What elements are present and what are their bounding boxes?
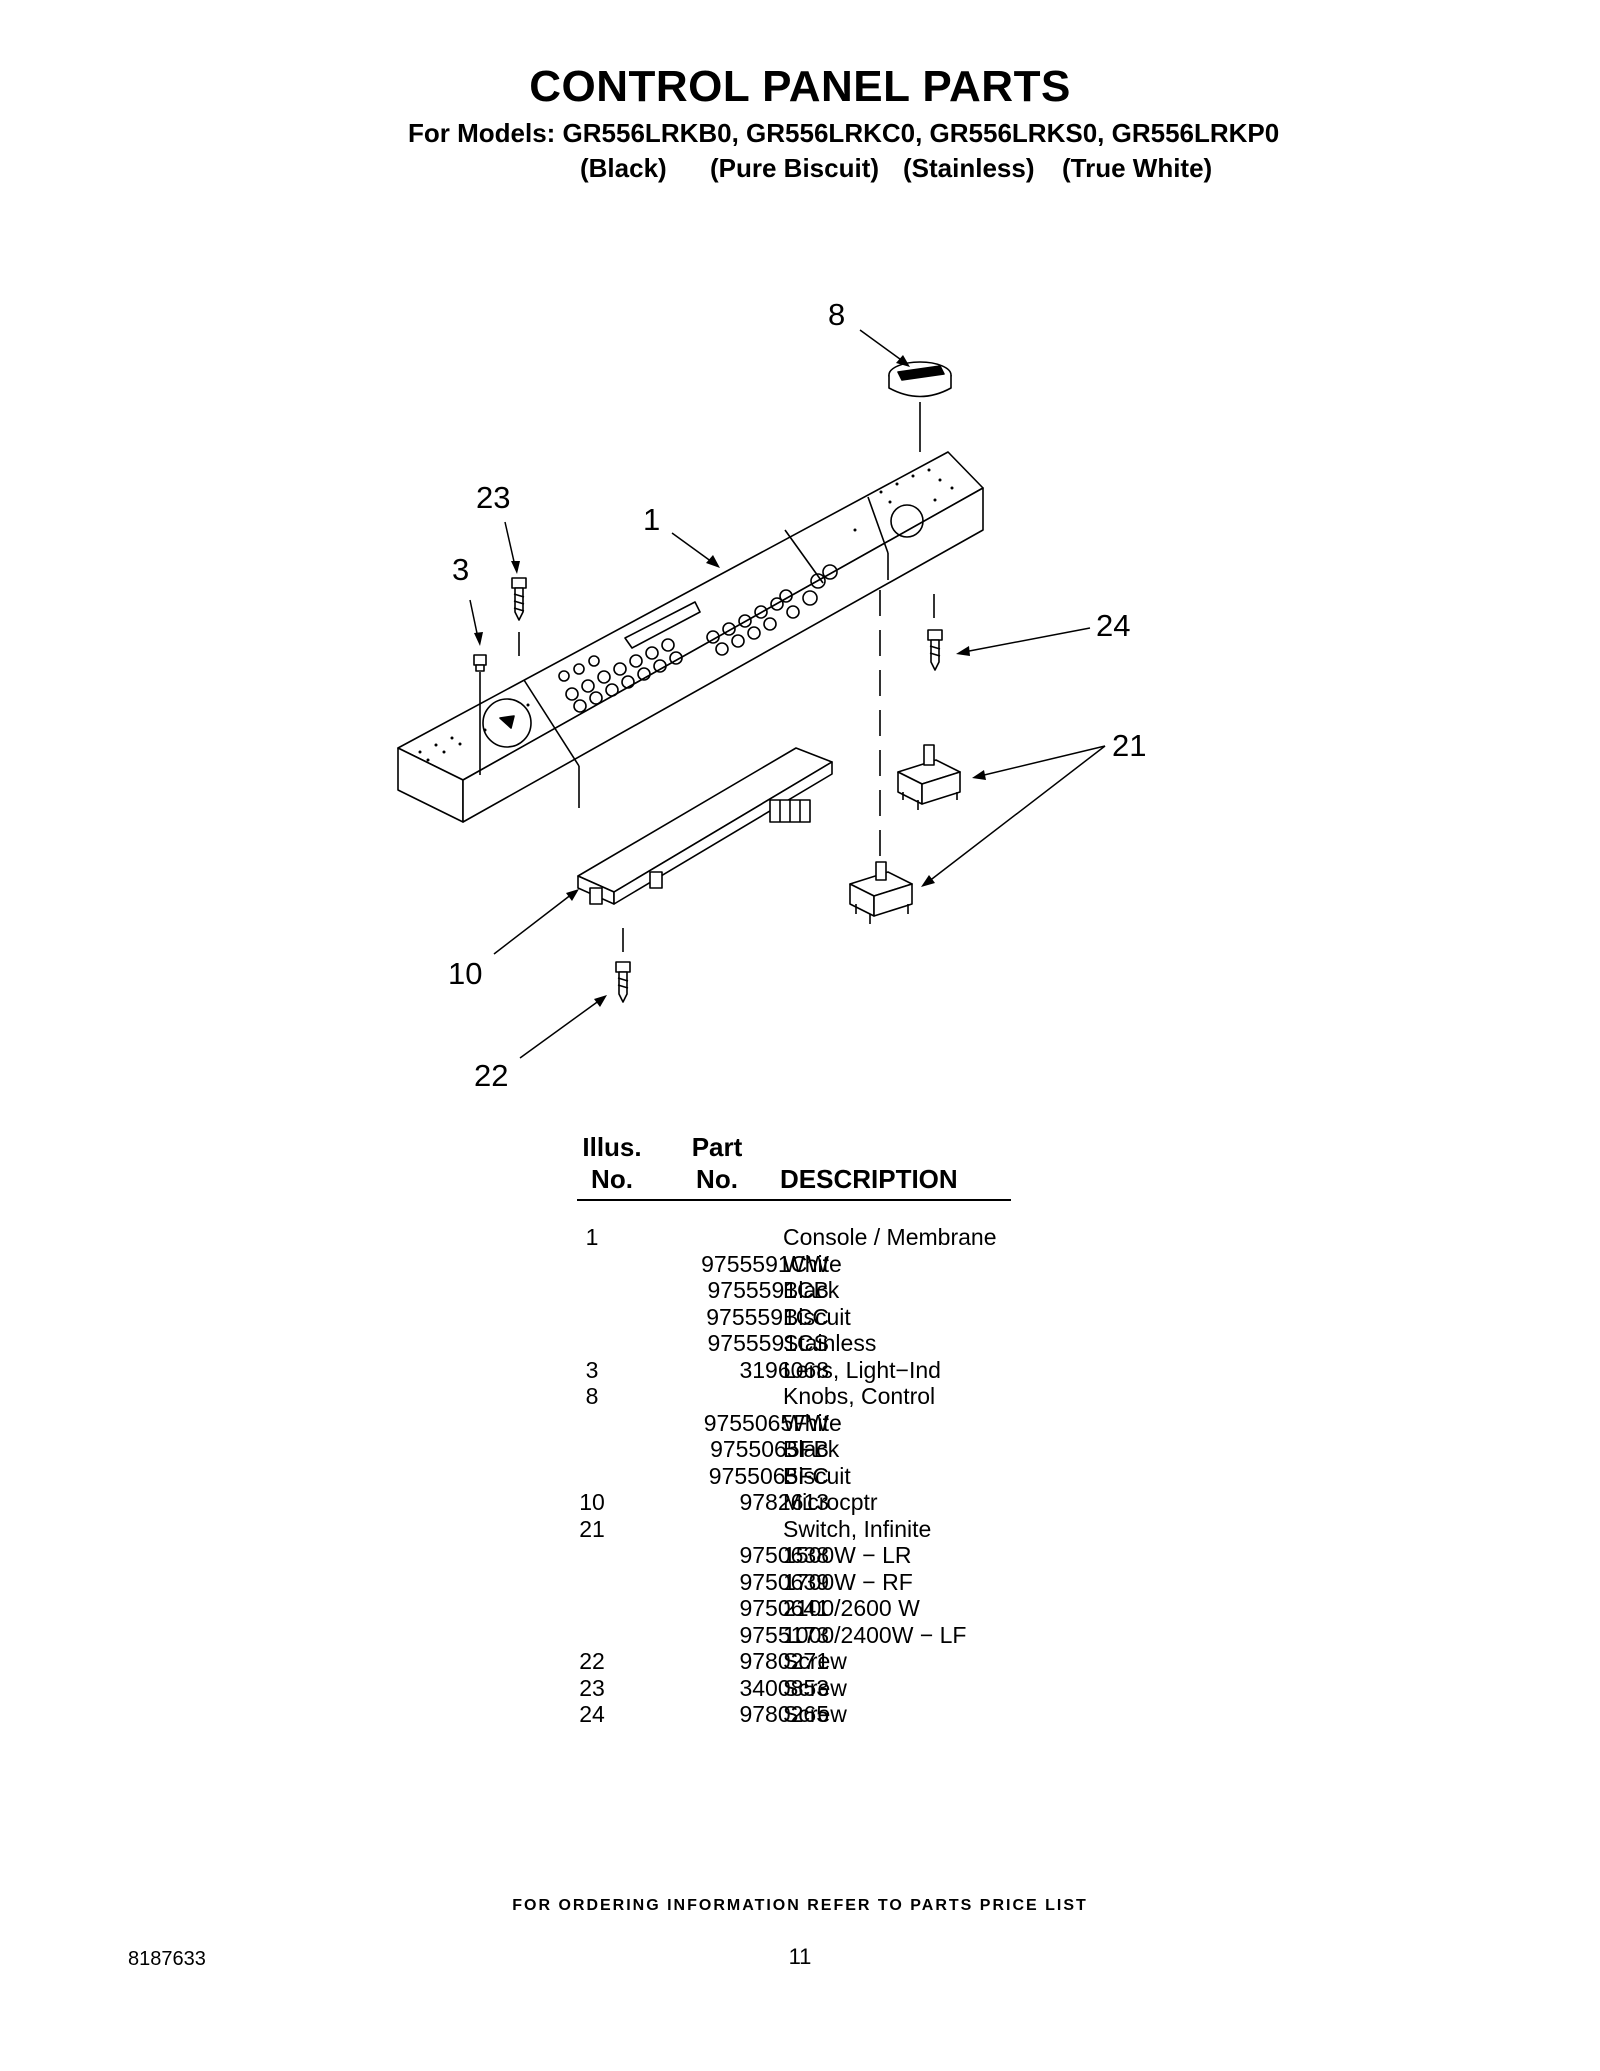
page-title: CONTROL PANEL PARTS [529, 62, 1071, 111]
color-pure-biscuit: (Pure Biscuit) [710, 153, 880, 183]
col-part-line1: Part [691, 1132, 743, 1162]
leader-lines [469, 329, 1106, 1059]
document-number: 8187633 [128, 1948, 206, 1970]
callout-23: 23 [476, 480, 510, 515]
callout-24: 24 [1096, 608, 1130, 643]
color-true-white: (True White) [1062, 153, 1213, 183]
console-membrane-drawing [397, 451, 984, 823]
part-no-cell: 9780271 [739, 1648, 829, 1674]
description-cell: 1000/2400W − LF [783, 1621, 967, 1648]
part-no-cell: 9755065FB [710, 1436, 829, 1462]
arrowheads [474, 355, 986, 1007]
description-cell: Stainless [783, 1330, 877, 1356]
description-cell: Knobs, Control [783, 1383, 936, 1409]
part-no-cell: 9755591CB [707, 1277, 830, 1303]
part-no-cell: 9750639 [739, 1568, 829, 1595]
part-no-cell: 9755065FC [708, 1462, 829, 1489]
switch-lower-drawing [849, 861, 913, 924]
screw-24-drawing [927, 594, 943, 671]
illus-no-cell: 23 [579, 1674, 605, 1701]
illus-no-cell: 24 [579, 1701, 605, 1727]
part-no-cell: 9755591CS [707, 1330, 830, 1356]
description-cell: Black [783, 1436, 840, 1462]
part-no-cell: 9782613 [739, 1489, 829, 1515]
description-cell: Biscuit [783, 1462, 851, 1489]
screw-23-drawing [511, 577, 527, 656]
page-number: 11 [788, 1944, 812, 1969]
description-cell: Black [783, 1277, 840, 1303]
illus-no-cell: 21 [579, 1515, 605, 1542]
description-cell: Screw [783, 1648, 847, 1674]
illus-no-cell: 8 [585, 1383, 599, 1409]
illus-no-cell: 3 [585, 1356, 599, 1383]
col-part-line2: No. [696, 1164, 738, 1194]
part-no-cell: 9755173 [739, 1621, 829, 1648]
col-description: DESCRIPTION [780, 1164, 958, 1194]
switch-upper-drawing [897, 744, 961, 810]
part-no-cell: 9780265 [739, 1701, 829, 1727]
part-no-cell: 3196068 [739, 1356, 829, 1383]
description-cell: White [783, 1409, 842, 1436]
lens-3-drawing [473, 654, 487, 775]
color-stainless: (Stainless) [903, 153, 1035, 183]
description-cell: 1500W − LR [783, 1542, 912, 1568]
col-illus-line1: Illus. [582, 1132, 642, 1162]
description-cell: Lens, Light−Ind [783, 1356, 941, 1383]
description-cell: Screw [783, 1701, 847, 1727]
ordering-note: FOR ORDERING INFORMATION REFER TO PARTS … [512, 1897, 1088, 1914]
part-no-cell: 9755591CW [701, 1250, 829, 1277]
illus-no-cell: 22 [579, 1648, 605, 1674]
part-no-cell: 9750638 [739, 1542, 829, 1568]
callout-10: 10 [448, 956, 482, 991]
color-black: (Black) [580, 153, 667, 183]
part-no-cell: 9755591CC [706, 1303, 829, 1330]
exploded-parts-diagram: 8 23 1 3 24 21 10 22 [397, 297, 1146, 1093]
part-no-cell: 9755065FW [703, 1409, 829, 1436]
description-cell: Switch, Infinite [783, 1515, 932, 1542]
part-no-cell: 3400853 [739, 1674, 829, 1701]
callout-3: 3 [452, 552, 469, 587]
table-header-rule [577, 1199, 1011, 1201]
callout-8: 8 [828, 297, 845, 332]
screw-22-drawing [615, 928, 631, 1003]
callout-1: 1 [643, 502, 660, 537]
description-cell: Screw [783, 1674, 847, 1701]
callout-21: 21 [1112, 728, 1146, 763]
description-cell: Console / Membrane [783, 1224, 997, 1250]
models-line: For Models: GR556LRKB0, GR556LRKC0, GR55… [408, 118, 1280, 148]
part-no-cell: 9750641 [739, 1595, 829, 1621]
illus-no-cell: 1 [585, 1224, 599, 1250]
description-cell: Biscuit [783, 1303, 851, 1330]
callout-22: 22 [474, 1058, 508, 1093]
description-cell: White [783, 1250, 842, 1277]
illus-no-cell: 10 [579, 1489, 605, 1515]
description-cell: Microcptr [783, 1489, 878, 1515]
microcomputer-board-drawing [577, 747, 833, 905]
control-knob-drawing [888, 361, 952, 452]
col-illus-line2: No. [591, 1164, 633, 1194]
description-cell: 1700W − RF [783, 1568, 913, 1595]
description-cell: 2100/2600 W [783, 1595, 920, 1621]
